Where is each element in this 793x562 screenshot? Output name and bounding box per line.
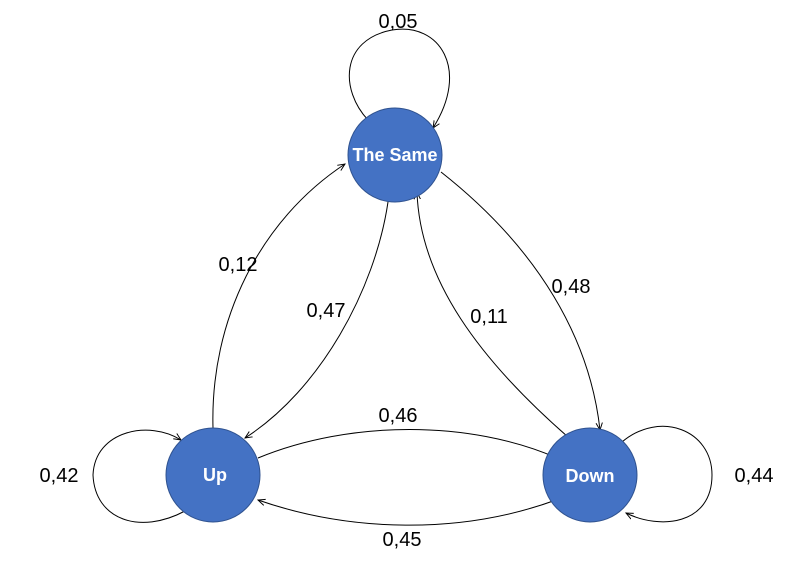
prob-label-up-same: 0,12 xyxy=(219,254,258,276)
prob-label-same-down: 0,48 xyxy=(552,276,591,298)
prob-label-same-same: 0,05 xyxy=(379,11,418,33)
edge-same-to-down xyxy=(440,171,600,430)
node-up: Up xyxy=(165,427,261,523)
edge-up-to-same xyxy=(212,164,345,429)
prob-label-down-up: 0,45 xyxy=(383,529,422,551)
prob-label-down-same: 0,11 xyxy=(470,306,507,328)
edge-same-to-up xyxy=(245,201,389,438)
node-label-down: Down xyxy=(566,466,615,486)
node-label-up: Up xyxy=(203,465,227,485)
prob-label-up-down: 0,46 xyxy=(379,405,418,427)
prob-label-same-up: 0,47 xyxy=(307,300,346,322)
edge-down-to-down xyxy=(621,425,713,523)
node-label-the-same: The Same xyxy=(352,145,437,165)
node-down: Down xyxy=(542,427,638,523)
prob-label-down-down: 0,44 xyxy=(735,465,774,487)
edge-up-to-up xyxy=(92,429,186,523)
prob-label-up-up: 0,42 xyxy=(40,465,79,487)
edge-same-to-same xyxy=(348,28,450,128)
edge-up-to-down xyxy=(257,429,557,459)
edge-down-to-up xyxy=(258,500,557,526)
edge-down-to-same xyxy=(417,192,569,438)
node-the-same: The Same xyxy=(347,107,443,203)
